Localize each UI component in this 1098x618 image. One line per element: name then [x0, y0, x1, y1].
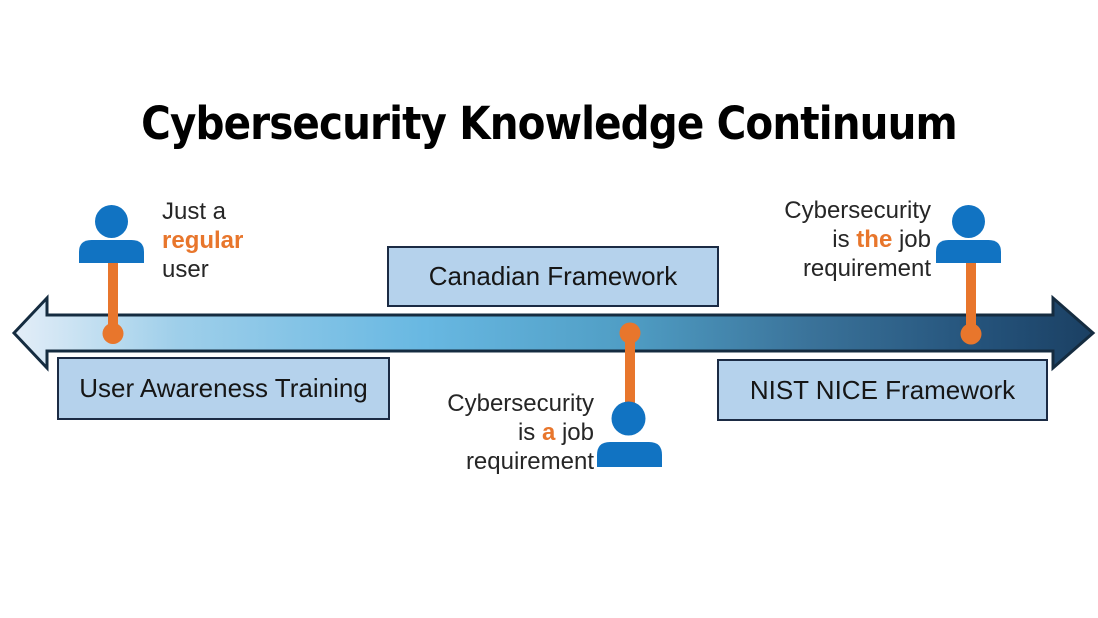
- callout-the-job-requirement: Cybersecurity is the job requirement: [784, 196, 931, 283]
- connector-dot-right: [960, 323, 982, 345]
- person-icon-job-requirement: [597, 401, 662, 467]
- page-title: Cybersecurity Knowledge Continuum: [141, 97, 958, 150]
- connector-dot-left: [102, 323, 124, 344]
- callout-line: user: [162, 256, 209, 283]
- continuum-arrow: [11, 294, 1096, 372]
- callout-line: is the job: [832, 226, 931, 253]
- box-user-awareness-training-label: User Awareness Training: [79, 373, 368, 403]
- box-user-awareness-training: User Awareness Training: [57, 357, 390, 420]
- connector-dot-middle: [619, 322, 641, 344]
- callout-line: Cybersecurity: [784, 197, 931, 224]
- box-nist-nice-framework: NIST NICE Framework: [717, 359, 1048, 421]
- callout-line: requirement: [802, 255, 931, 282]
- callout-regular-user: Just a regular user: [162, 197, 243, 284]
- callout-line: Just a: [162, 198, 227, 225]
- callout-line: requirement: [465, 448, 594, 475]
- box-canadian-framework: Canadian Framework: [387, 246, 719, 307]
- person-icon-regular-user: [79, 205, 144, 263]
- box-nist-nice-framework-label: NIST NICE Framework: [749, 374, 1016, 405]
- callout-line: is a job: [517, 419, 594, 446]
- box-canadian-framework-label: Canadian Framework: [428, 261, 678, 291]
- callout-line: regular: [162, 227, 244, 254]
- callout-job-requirement: Cybersecurity is a job requirement: [447, 389, 594, 476]
- person-icon-the-job-requirement: [936, 205, 1001, 263]
- callout-line: Cybersecurity: [447, 390, 594, 417]
